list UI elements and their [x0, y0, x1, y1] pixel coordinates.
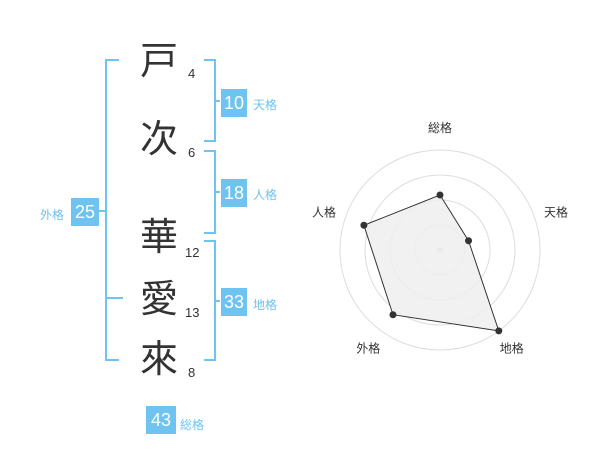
outer-bracket-tick — [97, 210, 105, 212]
name-char-5: 來 — [139, 337, 178, 381]
radar-point-3 — [495, 327, 503, 335]
stroke-count-4: 13 — [185, 305, 200, 320]
stroke-count-3: 12 — [185, 245, 200, 260]
chi-bracket-tick — [214, 300, 220, 302]
jin-bracket-tick — [214, 191, 220, 193]
radar-axis-label-5: 人格 — [312, 204, 336, 219]
jin-kaku-value: 18 — [221, 179, 247, 207]
outer-bracket-split — [107, 297, 123, 299]
radar-point-5 — [360, 221, 368, 229]
name-char-4: 愛 — [139, 277, 178, 321]
jin-kaku-label: 人格 — [253, 188, 278, 202]
sou-kaku-label: 総格 — [180, 418, 205, 432]
name-char-2: 次 — [139, 117, 178, 161]
ten-bracket-tick — [214, 100, 220, 102]
radar-point-1 — [436, 191, 444, 199]
radar-axis-label-4: 外格 — [356, 341, 380, 356]
radar-axis-label-1: 総格 — [428, 120, 452, 135]
radar-axis-label-3: 地格 — [500, 341, 524, 356]
gai-kaku-label: 外格 — [40, 208, 65, 222]
name-char-1: 戸 — [139, 39, 178, 83]
radar-axis-label-2: 天格 — [544, 204, 568, 219]
chi-kaku-label: 地格 — [253, 298, 278, 312]
sou-kaku-value: 43 — [146, 406, 176, 434]
gai-kaku-value: 25 — [71, 198, 99, 226]
outer-bracket — [105, 59, 119, 361]
ten-kaku-label: 天格 — [253, 98, 278, 112]
stroke-count-1: 4 — [188, 66, 196, 81]
chi-kaku-value: 33 — [221, 288, 247, 316]
radar-point-4 — [389, 311, 397, 319]
ten-kaku-value: 10 — [221, 89, 247, 117]
stroke-count-5: 8 — [188, 365, 196, 380]
radar-area — [363, 194, 500, 332]
radar-point-2 — [465, 237, 473, 245]
name-char-3: 華 — [139, 215, 178, 259]
stroke-count-2: 6 — [188, 145, 196, 160]
